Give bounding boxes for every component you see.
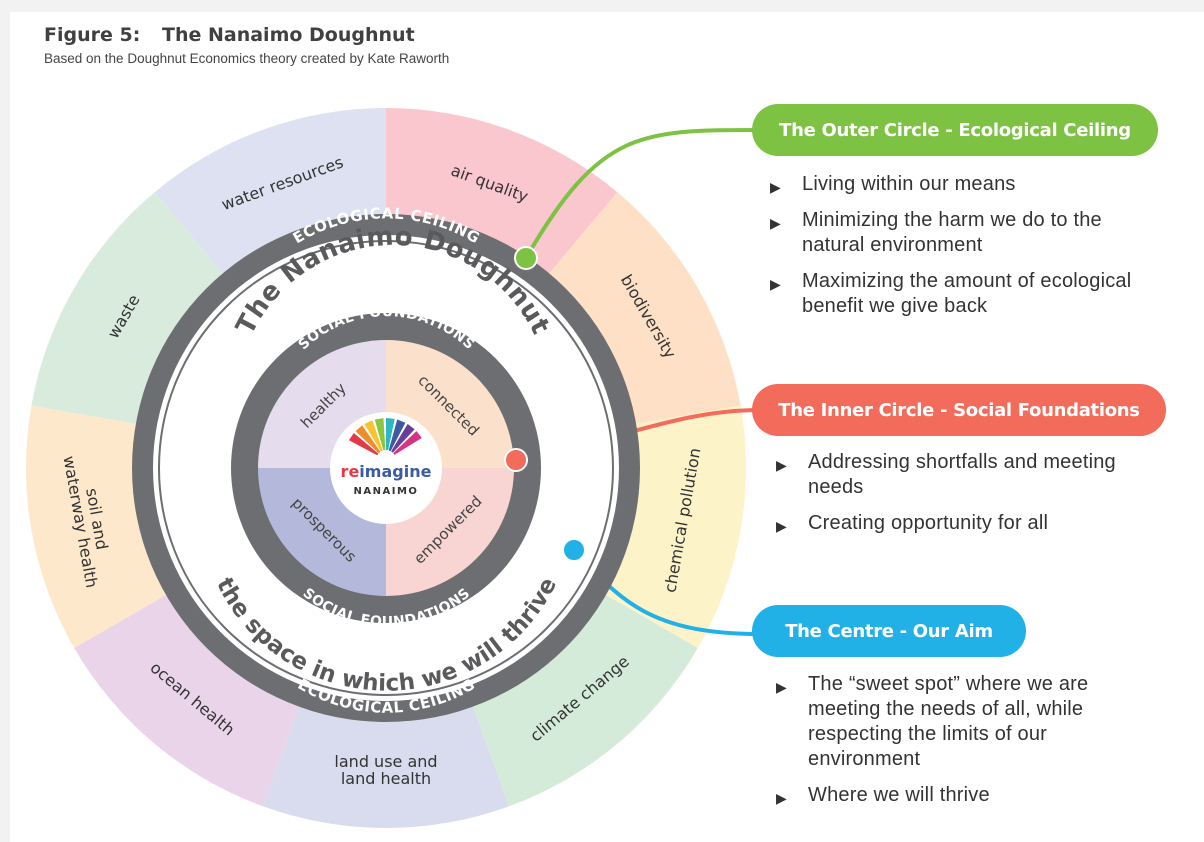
bullet-item: ▶ Living within our means: [764, 172, 1144, 197]
logo-ray: [393, 431, 422, 455]
triangle-right-icon: ▶: [776, 790, 787, 806]
callout-bullets-3: ▶ The “sweet spot” where we are meeting t…: [770, 672, 1150, 819]
bullet-item: ▶ Addressing shortfalls and meeting needs: [770, 450, 1150, 500]
thriving-space-border: [158, 240, 614, 696]
bullet-item: ▶ Creating opportunity for all: [770, 511, 1150, 536]
triangle-right-icon: ▶: [776, 518, 787, 534]
bullet-text: Creating opportunity for all: [808, 512, 1049, 534]
bullet-item: ▶ Maximizing the amount of ecological ben…: [764, 269, 1144, 319]
callout-title-3: The Centre - Our Aim: [752, 605, 1026, 657]
callout-title-2: The Inner Circle - Social Foundations: [752, 384, 1166, 436]
figure-title: Figure 5: The Nanaimo Doughnut: [44, 24, 415, 46]
callout-bullets-2: ▶ Addressing shortfalls and meeting needs…: [770, 450, 1150, 547]
connector-dot-2: [504, 448, 528, 472]
logo-ray: [364, 420, 383, 452]
figure-subtitle: Based on the Doughnut Economics theory c…: [44, 51, 450, 66]
callout-title-1: The Outer Circle - Ecological Ceiling: [752, 104, 1158, 156]
bullet-text: Maximizing the amount of ecological bene…: [802, 270, 1132, 317]
logo-ray: [355, 425, 381, 454]
bullet-text: Living within our means: [802, 173, 1016, 195]
triangle-right-icon: ▶: [770, 215, 781, 231]
figure-title-text: The Nanaimo Doughnut: [162, 24, 415, 46]
triangle-right-icon: ▶: [770, 276, 781, 292]
triangle-right-icon: ▶: [776, 457, 787, 473]
bullet-item: ▶ Where we will thrive: [770, 783, 1150, 808]
triangle-right-icon: ▶: [770, 179, 781, 195]
logo-wordmark: reimagine: [341, 462, 432, 481]
bullet-text: Where we will thrive: [808, 784, 990, 806]
logo-ray: [386, 418, 395, 451]
connector-dot-3: [562, 538, 586, 562]
triangle-right-icon: ▶: [776, 679, 787, 695]
connector-dot-1: [514, 246, 538, 270]
bullet-item: ▶ Minimizing the harm we do to the natura…: [764, 208, 1144, 258]
logo-ray: [391, 423, 415, 453]
bullet-item: ▶ The “sweet spot” where we are meeting t…: [770, 672, 1150, 772]
figure-number: Figure 5:: [44, 24, 141, 46]
bullet-text: Minimizing the harm we do to the natural…: [802, 209, 1102, 256]
connector-1: [524, 128, 761, 260]
logo-ray: [388, 419, 406, 452]
logo-ray: [374, 418, 386, 451]
logo-ray: [348, 433, 379, 456]
bullet-text: The “sweet spot” where we are meeting th…: [808, 673, 1089, 770]
callout-bullets-1: ▶ Living within our means ▶ Minimizing the …: [764, 172, 1144, 330]
bullet-text: Addressing shortfalls and meeting needs: [808, 451, 1116, 498]
logo-subtext: NANAIMO: [354, 486, 419, 497]
